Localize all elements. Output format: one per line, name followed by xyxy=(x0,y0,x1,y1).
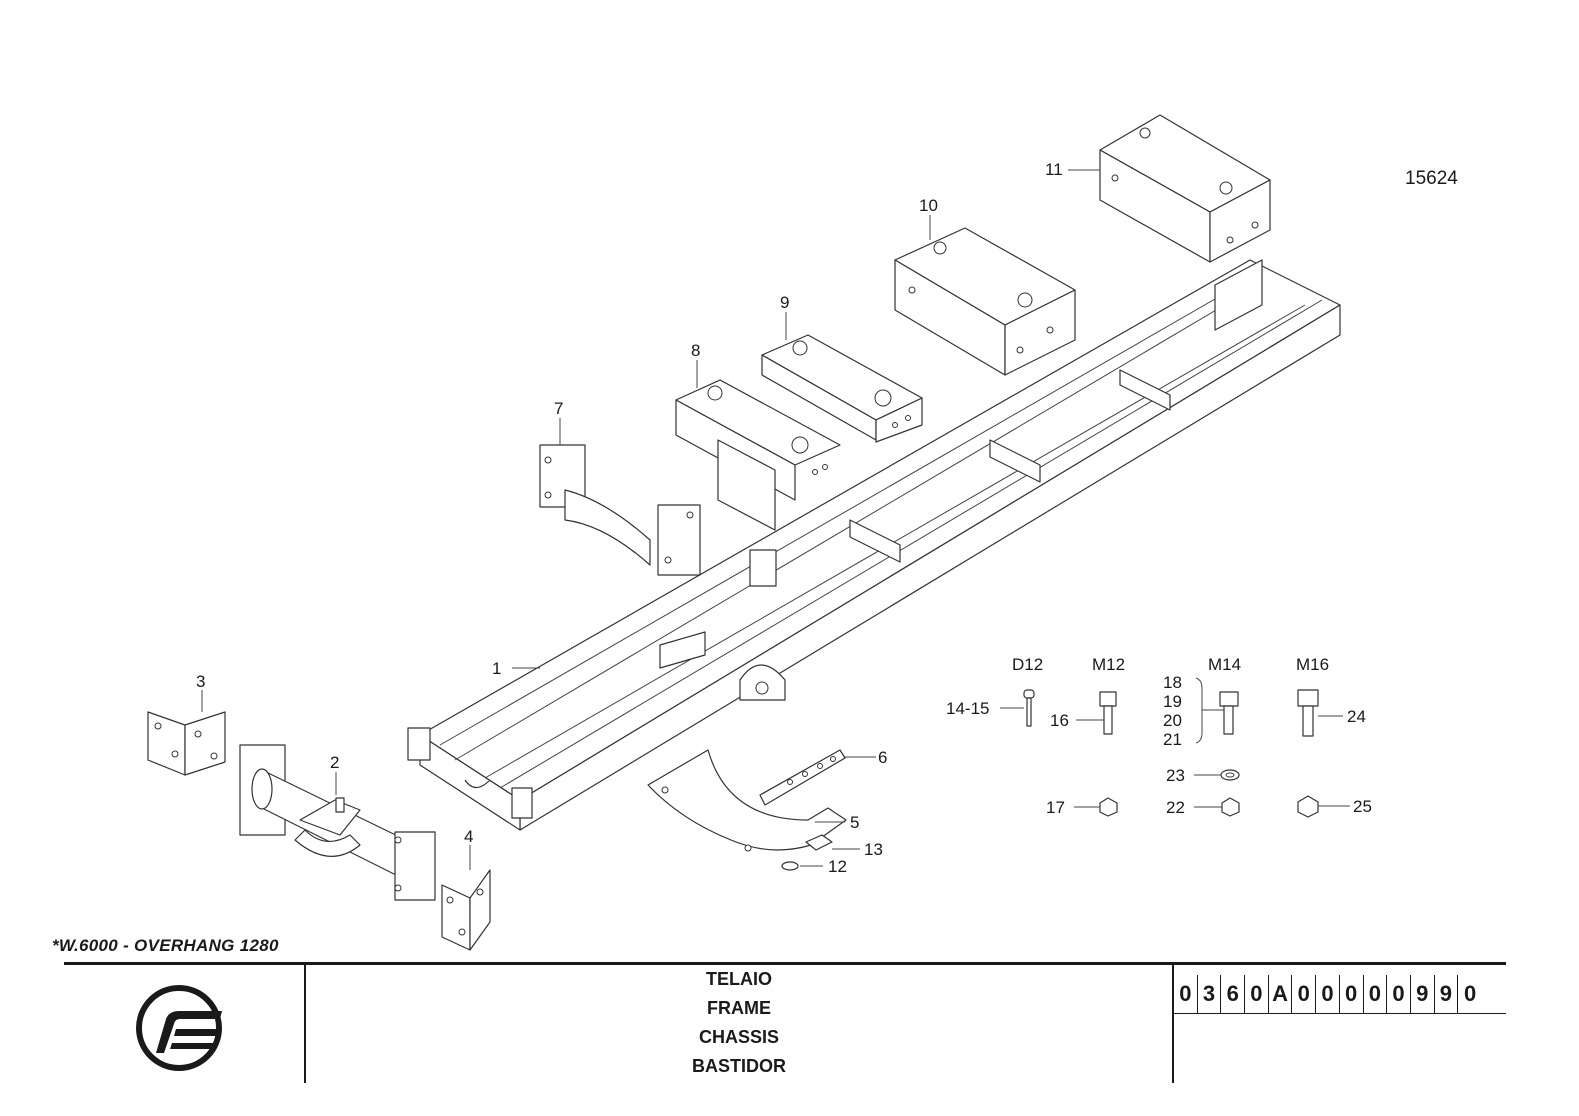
part-18-21-bolt-m14 xyxy=(1219,691,1239,735)
part-1-main-frame xyxy=(407,259,1341,831)
part-code-char: 3 xyxy=(1198,975,1222,1013)
part-12-washer xyxy=(781,861,799,871)
callout-3: 3 xyxy=(196,672,205,691)
callout-2: 2 xyxy=(330,753,339,772)
callout-13: 13 xyxy=(864,840,883,859)
part-17-nut xyxy=(1099,797,1118,817)
part-22-nut xyxy=(1221,797,1240,817)
part-23-washer xyxy=(1220,769,1240,781)
title-english: FRAME xyxy=(707,998,771,1018)
part-code-char: 0 xyxy=(1364,975,1388,1013)
drawing-number: 15624 xyxy=(1405,168,1458,189)
part-code-char: 0 xyxy=(1340,975,1364,1013)
part-code-char: 0 xyxy=(1174,975,1198,1013)
part-code-char: 6 xyxy=(1221,975,1246,1013)
part-13-nut-plate xyxy=(805,834,833,851)
callout-7: 7 xyxy=(554,399,563,418)
callout-16: 16 xyxy=(1050,711,1069,730)
callout-4: 4 xyxy=(464,827,473,846)
callout-12: 12 xyxy=(828,857,847,876)
size-label-m12: M12 xyxy=(1092,655,1125,674)
size-label-m14: M14 xyxy=(1208,655,1241,674)
part-11-box-bracket xyxy=(1099,114,1271,263)
company-logo-icon xyxy=(136,985,222,1071)
callout-14-15: 14-15 xyxy=(946,699,989,718)
part-6-drilled-bar xyxy=(759,749,846,806)
callout-21: 21 xyxy=(1163,730,1182,749)
callout-8: 8 xyxy=(691,341,700,360)
callout-9: 9 xyxy=(780,293,789,312)
part-7-cross-member xyxy=(539,444,701,576)
callout-1: 1 xyxy=(492,659,501,678)
size-label-d12: D12 xyxy=(1012,655,1043,674)
callout-10: 10 xyxy=(919,196,938,215)
leader-lines xyxy=(201,169,1350,870)
part-8-saddle xyxy=(675,379,841,531)
callout-18: 18 xyxy=(1163,673,1182,692)
part-code-char: 0 xyxy=(1463,981,1477,1006)
part-5-curved-strap xyxy=(647,749,847,852)
part-code-char: A xyxy=(1269,975,1293,1013)
callout-11: 11 xyxy=(1045,160,1063,179)
part-code-char: 0 xyxy=(1292,975,1317,1013)
part-code-char: 9 xyxy=(1435,975,1459,1013)
part-2-rear-crossmember xyxy=(239,744,436,901)
part-code-char: 9 xyxy=(1411,975,1435,1013)
part-titles: TELAIO FRAME CHASSIS BASTIDOR xyxy=(306,965,1174,1083)
callout-22: 22 xyxy=(1166,798,1185,817)
part-16-bolt-m12 xyxy=(1099,691,1117,735)
callout-23: 23 xyxy=(1166,766,1185,785)
part-14-15-pin xyxy=(1023,689,1035,727)
part-code-char: 0 xyxy=(1387,975,1411,1013)
logo-cell xyxy=(64,965,306,1083)
part-24-bolt-m16 xyxy=(1297,689,1319,737)
callout-6: 6 xyxy=(878,748,887,767)
callout-5: 5 xyxy=(850,813,859,832)
part-9-saddle xyxy=(761,334,923,443)
part-code-char: 0 xyxy=(1245,975,1269,1013)
callout-17: 17 xyxy=(1046,798,1065,817)
title-spanish: BASTIDOR xyxy=(692,1056,786,1076)
title-italian: TELAIO xyxy=(706,969,772,989)
part-4-bracket xyxy=(441,869,491,951)
part-code-char: 0 xyxy=(1316,975,1340,1013)
part-10-box-bracket xyxy=(894,227,1076,376)
callout-19: 19 xyxy=(1163,692,1182,711)
callout-25: 25 xyxy=(1353,797,1372,816)
variant-note: *W.6000 - OVERHANG 1280 xyxy=(52,936,279,955)
part-25-nut xyxy=(1297,795,1319,818)
callout-24: 24 xyxy=(1347,707,1366,726)
title-french: CHASSIS xyxy=(698,1027,779,1047)
part-3-bracket xyxy=(147,711,226,776)
callout-20: 20 xyxy=(1163,711,1182,730)
size-label-m16: M16 xyxy=(1296,655,1329,674)
